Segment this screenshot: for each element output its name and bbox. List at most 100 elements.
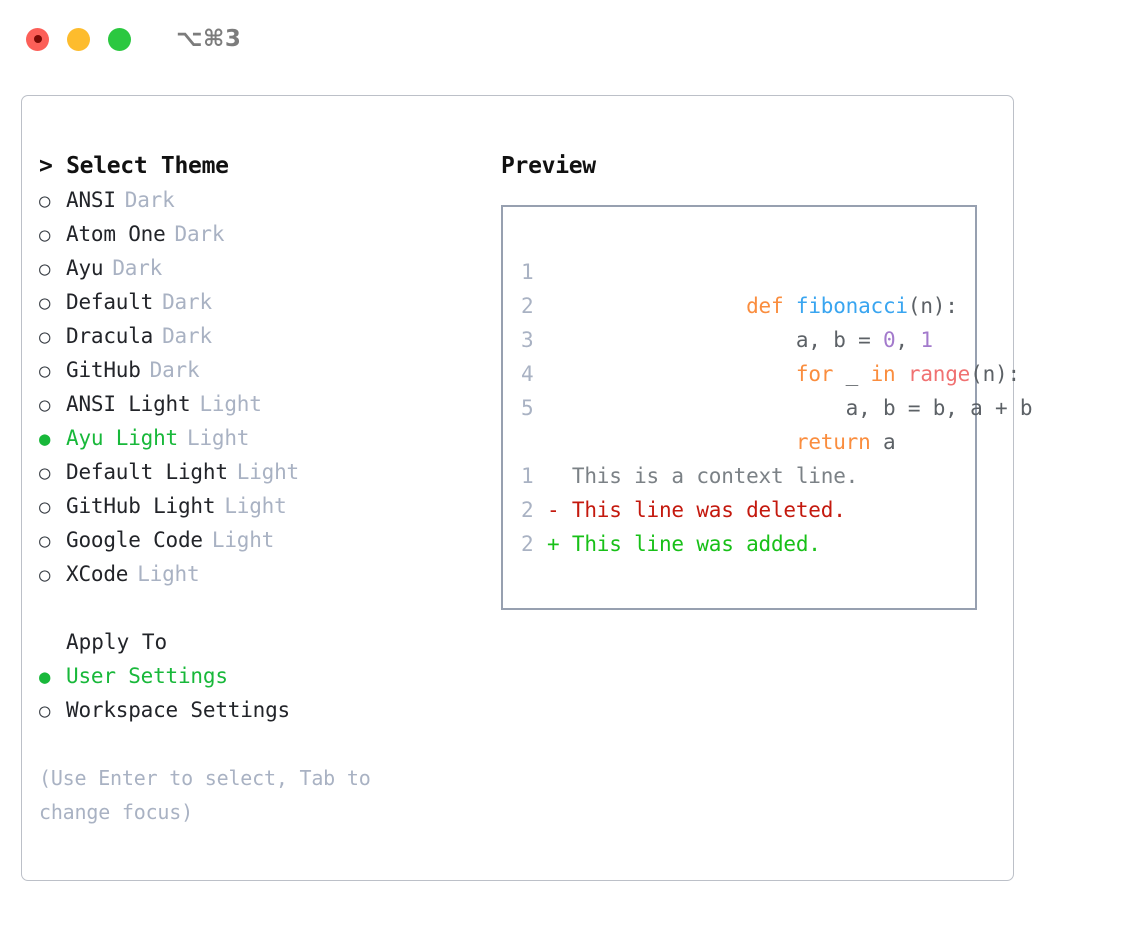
- code-token-number: 0: [882, 328, 896, 352]
- theme-option-dracula[interactable]: ○ Dracula Dark: [39, 319, 492, 353]
- theme-variant-badge: Dark: [149, 358, 200, 382]
- code-token-plain: a, b =: [746, 328, 883, 352]
- theme-variant-badge: Light: [236, 460, 299, 484]
- code-token-builtin: range: [907, 362, 971, 386]
- theme-variant-badge: Light: [211, 528, 275, 552]
- line-number: 2: [521, 532, 534, 556]
- theme-name: GitHub Light: [66, 494, 216, 518]
- list-spacer: [39, 591, 492, 625]
- theme-option-ansi-light[interactable]: ○ ANSI Light Light: [39, 387, 492, 421]
- code-line: 4 a, b = b, a + b: [521, 357, 1032, 420]
- theme-option-ayu-light[interactable]: ● Ayu Light Light: [39, 421, 492, 455]
- theme-name: Default Light: [66, 460, 228, 484]
- radio-unselected-icon: ○: [39, 292, 51, 314]
- keyboard-hint-text: (Use Enter to select, Tab to change focu…: [39, 766, 371, 824]
- window-controls: [26, 27, 131, 51]
- radio-unselected-icon: ○: [39, 564, 51, 586]
- apply-to-workspace-settings[interactable]: ○ Workspace Settings: [39, 693, 492, 727]
- radio-unselected-icon: ○: [39, 190, 51, 212]
- apply-to-label: User Settings: [66, 664, 228, 688]
- code-token-keyword: return: [795, 430, 871, 454]
- theme-option-default[interactable]: ○ Default Dark: [39, 285, 492, 319]
- diff-marker: [547, 459, 572, 493]
- line-number: 2: [521, 498, 534, 522]
- theme-name: XCode: [66, 562, 129, 586]
- theme-name: GitHub: [66, 358, 141, 382]
- theme-option-google-code[interactable]: ○ Google Code Light: [39, 523, 492, 557]
- radio-unselected-icon: ○: [39, 462, 51, 484]
- code-token-number: 1: [920, 328, 933, 352]
- maximize-button[interactable]: [108, 27, 131, 51]
- preview-box: 1 def fibonacci(n): 2 a, b = 0, 1: [501, 205, 1032, 610]
- apply-to-user-settings[interactable]: ● User Settings: [39, 659, 492, 693]
- theme-selector-column: > Select Theme ○ ANSI Dark ○ Atom One Da…: [22, 96, 492, 880]
- theme-variant-badge: Light: [137, 562, 200, 586]
- radio-unselected-icon: ○: [39, 326, 51, 348]
- minimize-button[interactable]: [67, 27, 90, 51]
- code-token-keyword: def: [746, 294, 796, 318]
- code-token-keyword: in: [870, 362, 896, 386]
- preview-column: Preview 1 def fibonacci(n): 2: [492, 96, 1032, 880]
- close-button[interactable]: [26, 27, 49, 51]
- theme-variant-badge: Light: [187, 426, 250, 450]
- radio-unselected-icon: ○: [39, 700, 51, 722]
- diff-line-deleted: 2 - This line was deleted.: [521, 493, 975, 527]
- keyboard-shortcut-label: ⌥⌘3: [176, 26, 242, 52]
- theme-variant-badge: Dark: [112, 256, 163, 280]
- theme-variant-badge: Dark: [174, 222, 225, 246]
- diff-text: This is a context line.: [571, 464, 859, 488]
- code-token-function: fibonacci: [795, 294, 908, 318]
- line-number: 2: [521, 294, 534, 318]
- theme-option-github[interactable]: ○ GitHub Dark: [39, 353, 492, 387]
- line-number: 5: [521, 396, 534, 420]
- code-line: 3 for _ in range(n):: [521, 323, 1020, 386]
- theme-variant-badge: Dark: [162, 290, 212, 314]
- radio-unselected-icon: ○: [39, 394, 51, 416]
- theme-variant-badge: Light: [224, 494, 287, 518]
- diff-text: This line was added.: [571, 532, 821, 556]
- theme-name: Ayu: [66, 256, 104, 280]
- theme-variant-badge: Dark: [124, 188, 175, 212]
- line-number: 4: [521, 362, 534, 386]
- line-number: 1: [521, 260, 534, 284]
- code-token-plain: (n):: [907, 294, 958, 318]
- apply-to-option-list[interactable]: ● User Settings ○ Workspace Settings: [39, 659, 492, 727]
- code-token-plain: a: [870, 430, 896, 454]
- theme-name: Default: [66, 290, 154, 314]
- diff-sample: 1 This is a context line. 2 - This line …: [521, 459, 975, 561]
- diff-line-added: 2 + This line was added.: [521, 527, 975, 561]
- title-bar: ⌥⌘3: [0, 0, 1140, 78]
- theme-option-xcode[interactable]: ○ XCode Light: [39, 557, 492, 591]
- code-sample: 1 def fibonacci(n): 2 a, b = 0, 1: [521, 255, 1032, 454]
- theme-option-ansi[interactable]: ○ ANSI Dark: [39, 183, 492, 217]
- code-token-keyword: for: [795, 362, 834, 386]
- theme-option-ayu[interactable]: ○ Ayu Dark: [39, 251, 492, 285]
- preview-heading: Preview: [501, 153, 596, 179]
- radio-unselected-icon: ○: [39, 496, 51, 518]
- select-theme-heading: > Select Theme: [39, 153, 229, 179]
- code-token-plain: a, b = b, a + b: [746, 396, 1033, 420]
- theme-name: ANSI: [66, 188, 116, 212]
- main-panel: > Select Theme ○ ANSI Dark ○ Atom One Da…: [21, 95, 1032, 881]
- diff-line-context: 1 This is a context line.: [521, 459, 975, 493]
- theme-name: Google Code: [66, 528, 203, 552]
- theme-option-default-light[interactable]: ○ Default Light Light: [39, 455, 492, 489]
- theme-option-github-light[interactable]: ○ GitHub Light Light: [39, 489, 492, 523]
- code-token-plain: [746, 430, 796, 454]
- theme-name: ANSI Light: [66, 392, 191, 416]
- apply-to-heading: Apply To: [66, 630, 168, 654]
- theme-option-list[interactable]: ○ ANSI Dark ○ Atom One Dark ○ Ayu Dark: [39, 183, 492, 591]
- code-line: 1 def fibonacci(n):: [521, 255, 975, 318]
- radio-unselected-icon: ○: [39, 224, 51, 246]
- code-token-plain: _: [833, 362, 871, 386]
- theme-option-atom-one[interactable]: ○ Atom One Dark: [39, 217, 492, 251]
- radio-selected-icon: ●: [39, 666, 51, 688]
- theme-variant-badge: Light: [199, 392, 262, 416]
- diff-marker: +: [547, 532, 572, 556]
- radio-unselected-icon: ○: [39, 360, 51, 382]
- radio-selected-icon: ●: [39, 428, 51, 450]
- apply-to-label: Workspace Settings: [66, 698, 290, 722]
- theme-name: Dracula: [66, 324, 154, 348]
- code-line: 5 return a: [521, 391, 975, 454]
